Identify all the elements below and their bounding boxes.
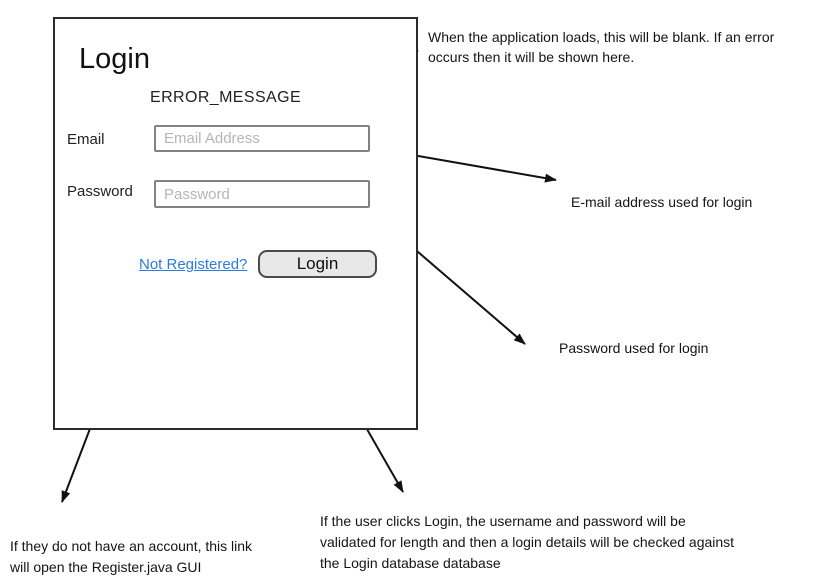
note-line: will open the Register.java GUI xyxy=(10,559,202,575)
email-label: Email xyxy=(67,131,105,148)
login-window: Login ERROR_MESSAGE Email Password Not R… xyxy=(53,17,418,430)
password-label: Password xyxy=(67,183,133,200)
not-registered-link[interactable]: Not Registered? xyxy=(139,256,248,273)
note-line: E-mail address used for login xyxy=(571,194,753,210)
note-error-message: When the application loads, this will be… xyxy=(428,27,774,67)
password-field[interactable] xyxy=(154,180,370,208)
note-email: E-mail address used for login xyxy=(571,192,752,212)
note-line: occurs then it will be shown here. xyxy=(428,49,635,65)
note-line: If they do not have an account, this lin… xyxy=(10,538,253,554)
email-field[interactable] xyxy=(154,125,370,152)
note-password: Password used for login xyxy=(559,338,708,358)
note-line: Password used for login xyxy=(559,340,709,356)
note-line: the Login database database xyxy=(320,555,501,571)
page-title: Login xyxy=(79,43,150,75)
note-register-link: If they do not have an account, this lin… xyxy=(10,536,252,578)
note-line: If the user clicks Login, the username a… xyxy=(320,513,686,529)
error-message-placeholder: ERROR_MESSAGE xyxy=(150,89,302,106)
note-login-button: If the user clicks Login, the username a… xyxy=(320,511,734,574)
note-line: validated for length and then a login de… xyxy=(320,534,735,550)
login-button[interactable]: Login xyxy=(258,250,377,278)
note-line: When the application loads, this will be… xyxy=(428,29,775,45)
